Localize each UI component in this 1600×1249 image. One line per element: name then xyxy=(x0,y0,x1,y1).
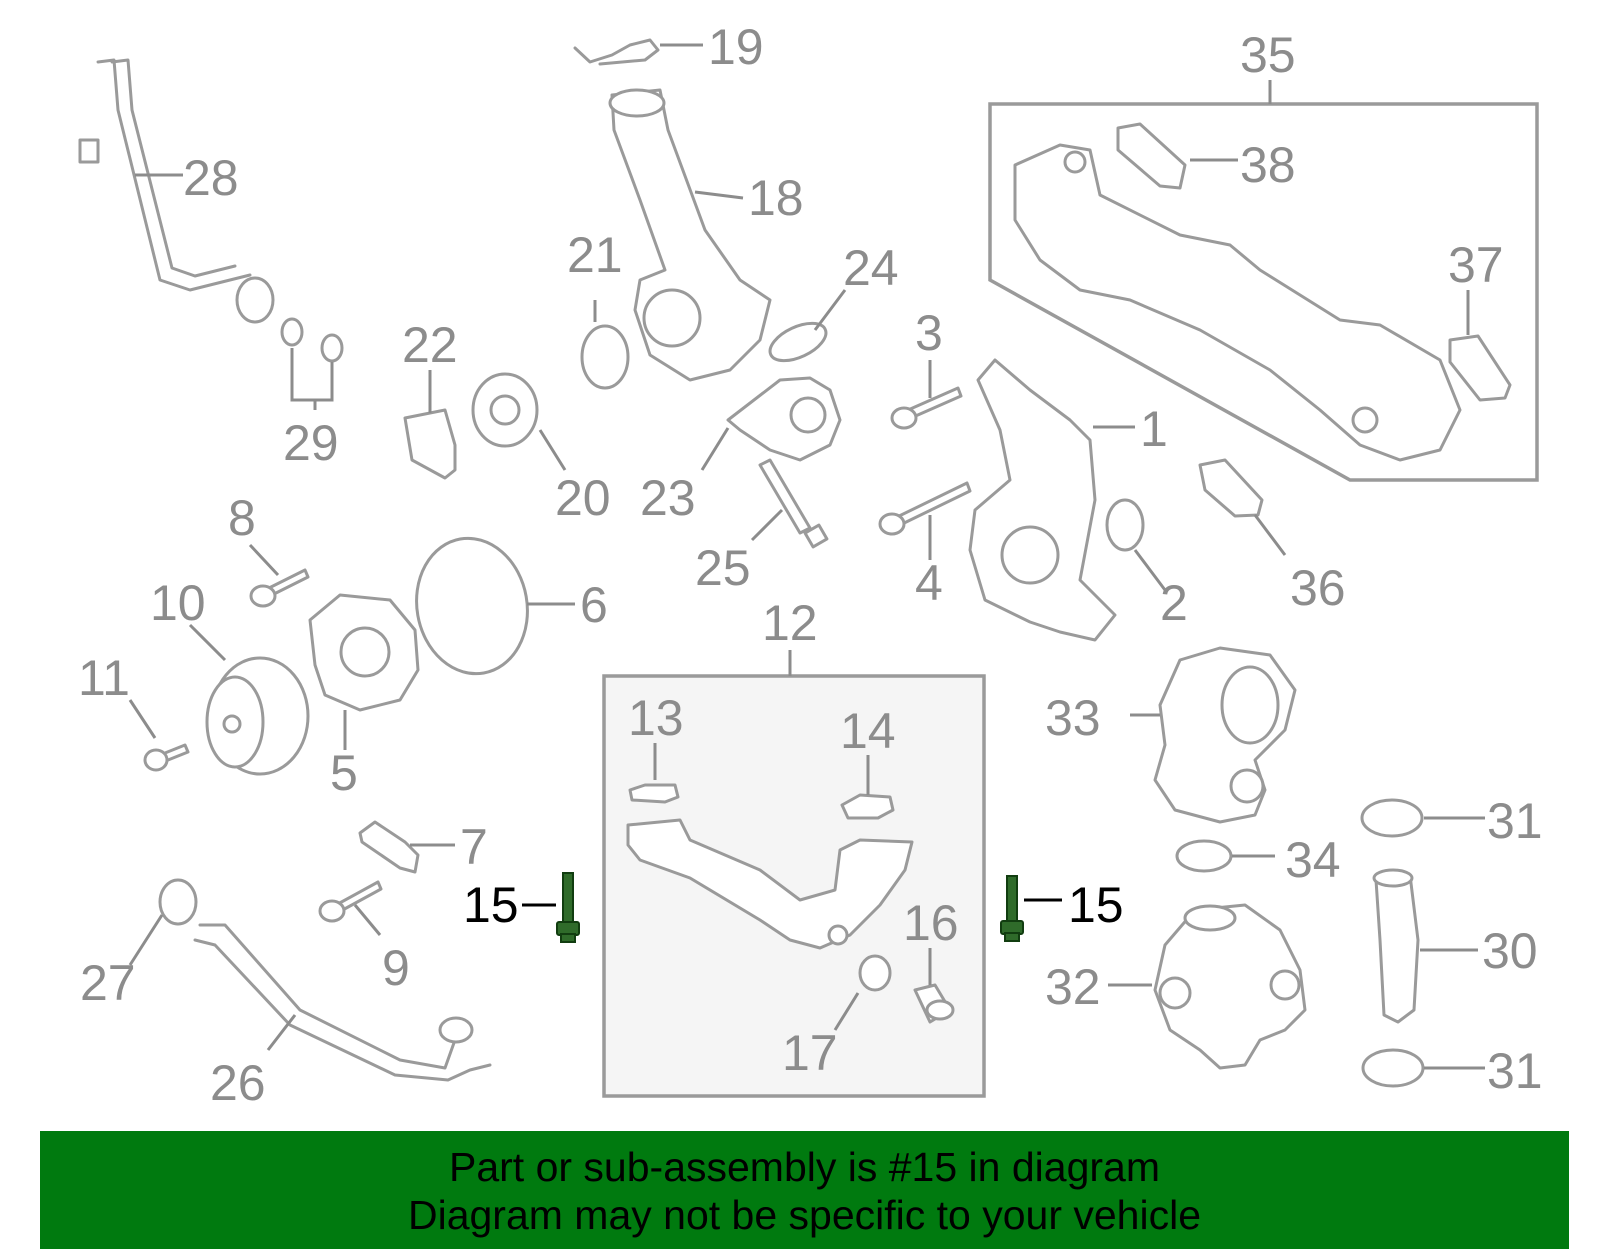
callout-18: 18 xyxy=(748,170,804,226)
part-23-housing xyxy=(726,376,842,462)
part-28-tube xyxy=(78,58,275,324)
part-29-seals xyxy=(280,317,344,363)
callout-1: 1 xyxy=(1140,401,1168,457)
callout-4: 4 xyxy=(915,555,943,611)
callout-24: 24 xyxy=(843,240,899,296)
part-1-cover xyxy=(968,358,1117,642)
part-6-gasket xyxy=(415,536,529,676)
part-18-filler-neck xyxy=(608,88,772,382)
part-26-pipe xyxy=(193,923,492,1082)
callout-9: 9 xyxy=(382,940,410,996)
callout-5: 5 xyxy=(330,745,358,801)
part-10-pulley xyxy=(205,656,310,776)
exploded-parts-diagram: 1 2 3 4 5 6 7 8 9 10 11 12 13 14 15 15 1… xyxy=(78,19,1543,1111)
callout-22: 22 xyxy=(402,317,458,373)
callout-8: 8 xyxy=(228,490,256,546)
part-13-gasket xyxy=(628,783,680,804)
assembly-box-12 xyxy=(602,650,986,1098)
part-33-housing xyxy=(1153,646,1297,824)
callout-21: 21 xyxy=(567,227,623,283)
callout-37: 37 xyxy=(1448,237,1504,293)
part-24-gasket xyxy=(768,321,828,363)
part-25-bolt xyxy=(758,458,829,549)
assembly-box-35 xyxy=(988,80,1539,482)
part-32-housing xyxy=(1153,903,1307,1070)
part-31-clamp-bottom xyxy=(1361,1048,1425,1088)
callout-25: 25 xyxy=(695,540,751,596)
part-17-washer xyxy=(858,954,892,992)
callout-26: 26 xyxy=(210,1055,266,1111)
callout-19: 19 xyxy=(708,19,764,75)
callout-labels: 1 2 3 4 5 6 7 8 9 10 11 12 13 14 15 15 1… xyxy=(78,19,1543,1111)
callout-32: 32 xyxy=(1045,959,1101,1015)
part-15-bolt-right xyxy=(1000,875,1024,942)
callout-31-bottom: 31 xyxy=(1487,1043,1543,1099)
callout-30: 30 xyxy=(1482,923,1538,979)
part-4-bolt xyxy=(878,481,972,536)
info-banner: Part or sub-assembly is #15 in diagram D… xyxy=(40,1131,1569,1249)
callout-20: 20 xyxy=(555,470,611,526)
part-7-bracket xyxy=(358,820,420,874)
callout-33: 33 xyxy=(1045,690,1101,746)
callout-13: 13 xyxy=(628,690,684,746)
callout-31-top: 31 xyxy=(1487,793,1543,849)
part-19-clip xyxy=(573,38,660,66)
part-35-manifold xyxy=(1013,143,1462,462)
callout-38: 38 xyxy=(1240,137,1296,193)
part-2-o-ring xyxy=(1105,498,1145,552)
callout-6: 6 xyxy=(580,577,608,633)
part-20-thermostat xyxy=(471,372,539,448)
callout-28: 28 xyxy=(183,150,239,206)
banner-line-1: Part or sub-assembly is #15 in diagram xyxy=(449,1144,1160,1190)
callout-15-left: 15 xyxy=(463,877,519,933)
callout-3: 3 xyxy=(915,305,943,361)
leader-lines xyxy=(128,43,1485,1070)
callout-15-right: 15 xyxy=(1068,877,1124,933)
part-9-bolt xyxy=(318,880,383,923)
callout-2: 2 xyxy=(1160,575,1188,631)
part-36-gasket xyxy=(1198,458,1264,518)
part-16-sleeve xyxy=(913,983,955,1024)
callout-10: 10 xyxy=(150,575,206,631)
part-22-sensor xyxy=(403,408,457,480)
part-34-o-ring xyxy=(1175,839,1233,873)
part-37-gasket xyxy=(1448,334,1512,402)
part-14-gasket xyxy=(840,793,895,820)
part-30-hose xyxy=(1372,868,1420,1024)
callout-14: 14 xyxy=(840,703,896,759)
callout-16: 16 xyxy=(903,895,959,951)
part-38-gasket xyxy=(1116,122,1187,190)
callout-35: 35 xyxy=(1240,27,1296,83)
callout-34: 34 xyxy=(1285,832,1341,888)
callout-27: 27 xyxy=(80,955,136,1011)
part-21-o-ring xyxy=(580,324,630,390)
part-31-clamp-top xyxy=(1360,798,1424,838)
callout-11: 11 xyxy=(78,650,130,706)
part-15-bolt-left xyxy=(556,872,580,943)
callout-23: 23 xyxy=(640,470,696,526)
callout-29: 29 xyxy=(283,415,339,471)
callout-12: 12 xyxy=(762,595,818,651)
part-5-water-pump xyxy=(308,593,420,712)
callout-7: 7 xyxy=(460,819,488,875)
part-3-bolt xyxy=(890,386,963,430)
callout-17: 17 xyxy=(782,1025,838,1081)
banner-line-2: Diagram may not be specific to your vehi… xyxy=(407,1192,1201,1238)
callout-36: 36 xyxy=(1290,560,1346,616)
part-27-o-ring xyxy=(158,878,198,926)
part-11-bolt xyxy=(143,743,190,772)
part-12-pipe-assembly xyxy=(626,818,914,950)
part-8-bolt xyxy=(249,568,310,608)
